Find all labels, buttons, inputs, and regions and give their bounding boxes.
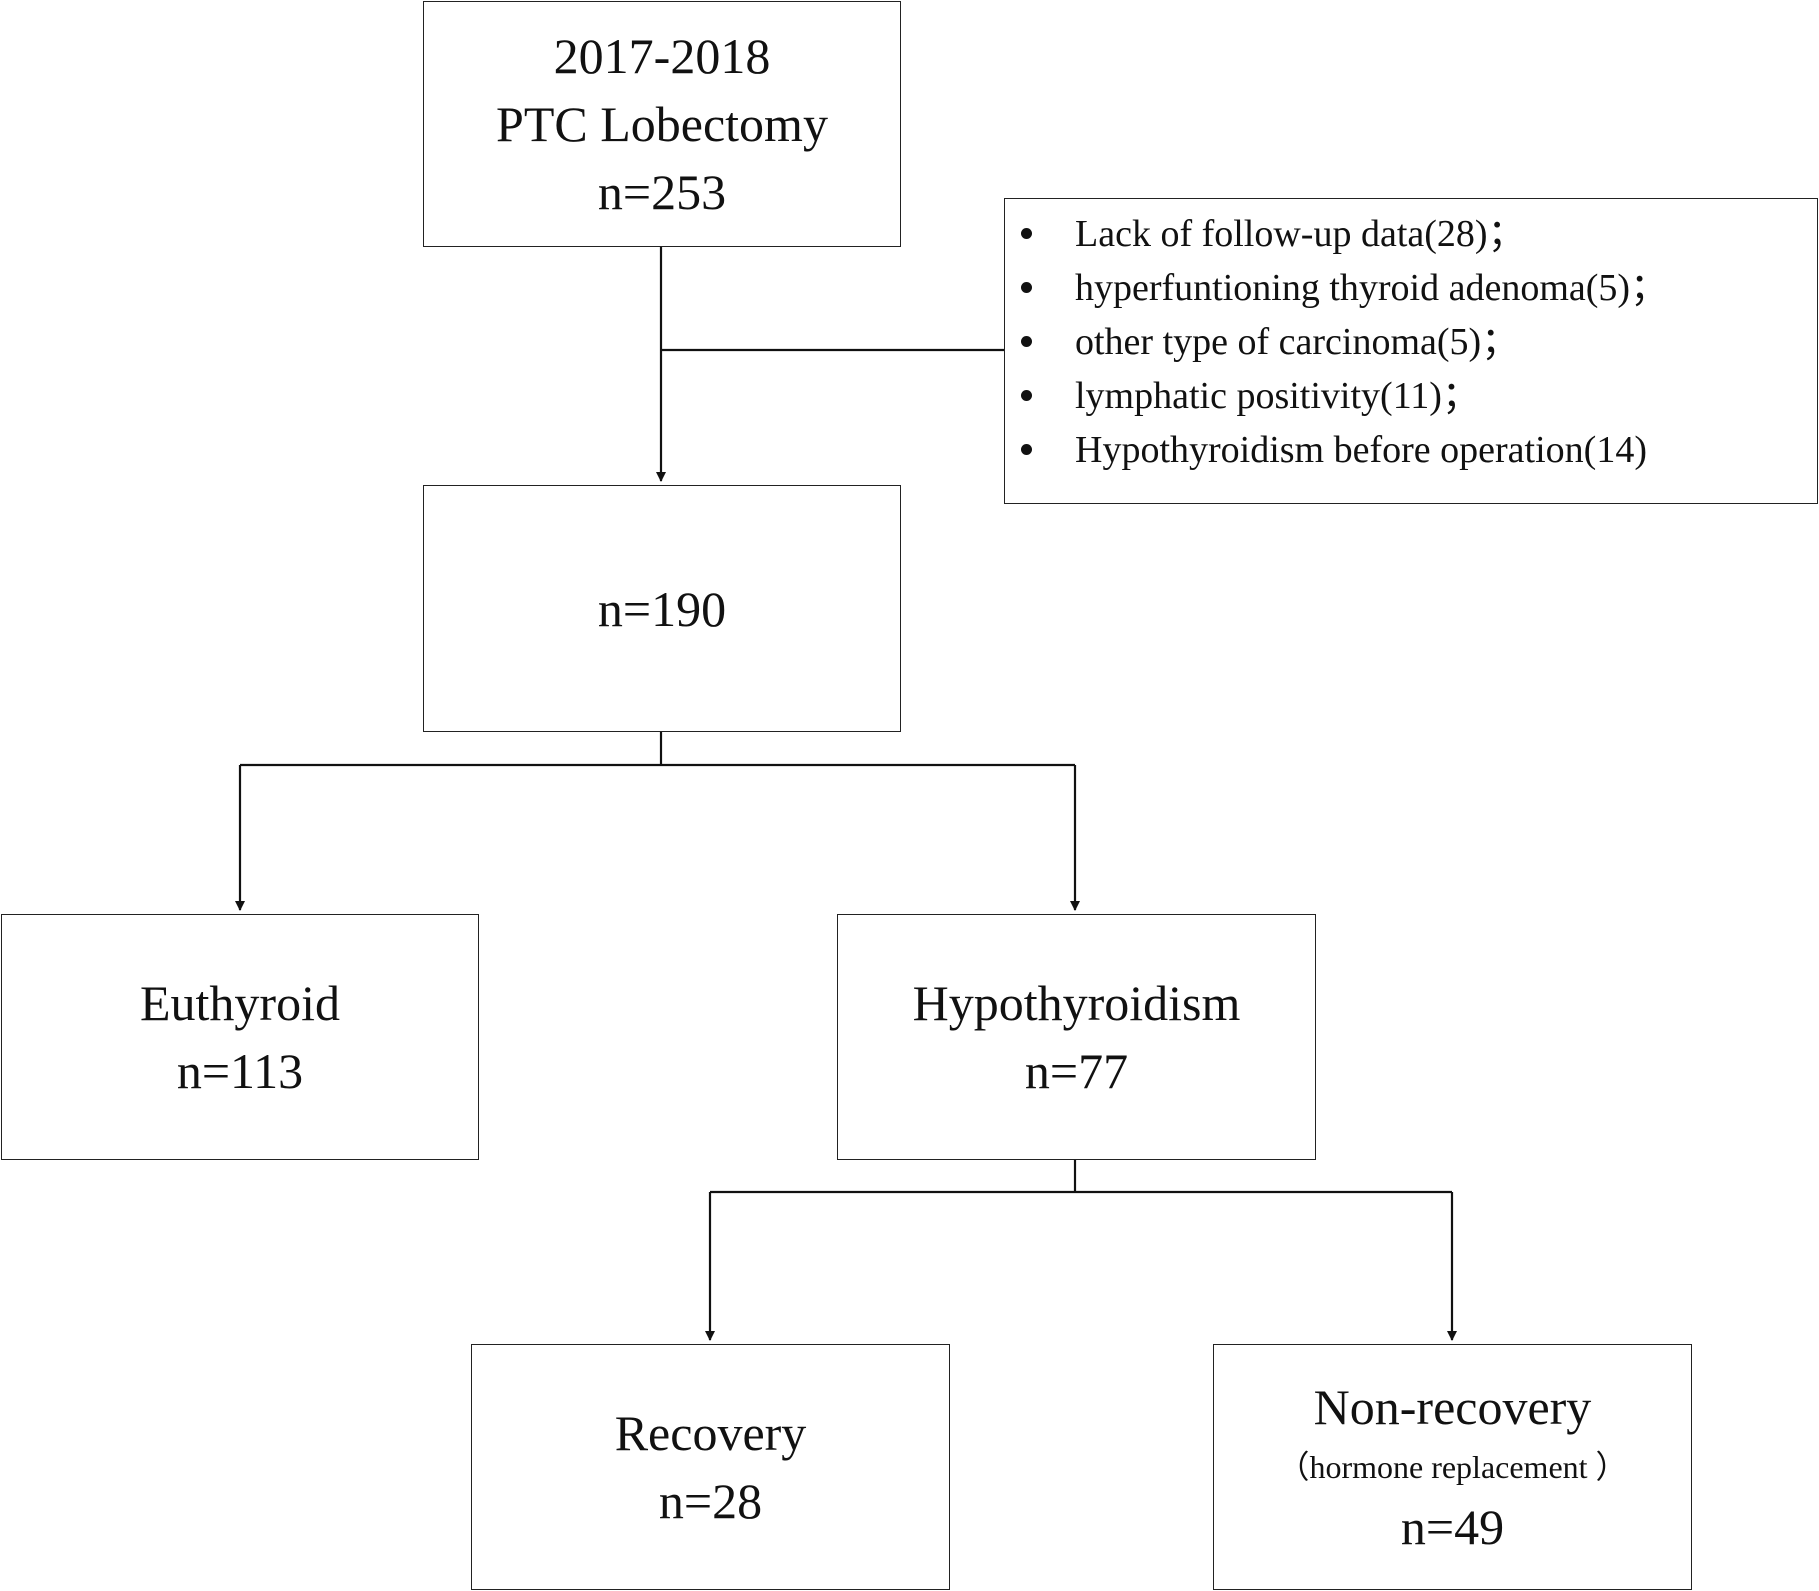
exclusion-text: other type of carcinoma(5)； — [1075, 321, 1520, 363]
box-recovery: Recovery n=28 — [471, 1344, 950, 1590]
exclusion-list: Lack of follow-up data(28)； hyperfuntion… — [1005, 207, 1817, 477]
bullet-icon — [1021, 444, 1032, 455]
exclusion-item: Lack of follow-up data(28)； — [1005, 207, 1817, 261]
exclusion-item: Hypothyroidism before operation(14) — [1005, 423, 1817, 477]
exclusion-text: Lack of follow-up data(28)； — [1075, 213, 1526, 255]
box-nonrecovery: Non-recovery （hormone replacement ） n=49 — [1213, 1344, 1692, 1590]
recovery-label: Recovery — [614, 1405, 807, 1461]
middle-box-count: n=190 — [597, 580, 727, 637]
exclusion-item: other type of carcinoma(5)； — [1005, 315, 1817, 369]
euthyroid-count: n=113 — [176, 1043, 304, 1099]
exclusion-box: Lack of follow-up data(28)； hyperfuntion… — [1004, 198, 1818, 504]
exclusion-text: Hypothyroidism before operation(14) — [1075, 429, 1647, 471]
nonrecovery-sublabel: （hormone replacement ） — [1277, 1449, 1628, 1485]
top-box-years: 2017-2018 — [553, 28, 771, 84]
box-euthyroid: Euthyroid n=113 — [1, 914, 479, 1160]
bullet-icon — [1021, 282, 1032, 293]
euthyroid-label: Euthyroid — [140, 975, 340, 1031]
top-box-title: PTC Lobectomy — [496, 96, 828, 152]
nonrecovery-count: n=49 — [1400, 1499, 1505, 1555]
exclusion-text: hyperfuntioning thyroid adenoma(5)； — [1075, 267, 1669, 309]
bullet-icon — [1021, 390, 1032, 401]
bullet-icon — [1021, 336, 1032, 347]
box-hypothyroidism: Hypothyroidism n=77 — [837, 914, 1316, 1160]
bullet-icon — [1021, 228, 1032, 239]
exclusion-item: lymphatic positivity(11)； — [1005, 369, 1817, 423]
hypothyroidism-label: Hypothyroidism — [912, 975, 1241, 1031]
hypothyroidism-count: n=77 — [1024, 1043, 1129, 1099]
box-included: n=190 — [423, 485, 901, 732]
exclusion-text: lymphatic positivity(11)； — [1075, 375, 1480, 417]
nonrecovery-label: Non-recovery — [1313, 1379, 1592, 1435]
recovery-count: n=28 — [658, 1473, 763, 1529]
exclusion-item: hyperfuntioning thyroid adenoma(5)； — [1005, 261, 1817, 315]
top-box-count: n=253 — [597, 164, 727, 220]
box-ptc-lobectomy: 2017-2018 PTC Lobectomy n=253 — [423, 1, 901, 247]
